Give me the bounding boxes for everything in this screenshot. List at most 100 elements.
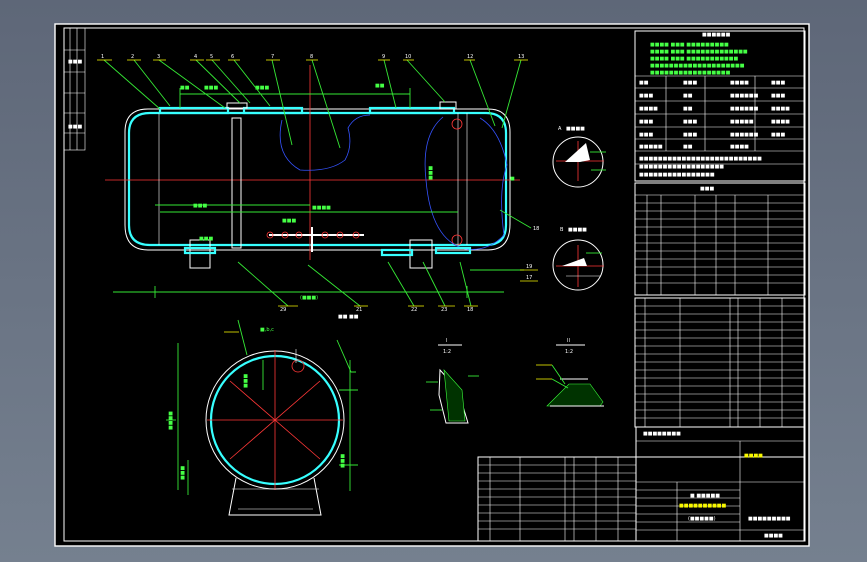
svg-text:■■■: ■■■	[428, 166, 434, 180]
part-number: 29	[280, 307, 286, 313]
svg-text:■■■■■■■■■■■■■■■■: ■■■■■■■■■■■■■■■■	[639, 172, 715, 178]
svg-text:■■■: ■■■	[771, 132, 785, 138]
svg-text:■,b,c: ■,b,c	[260, 327, 274, 333]
svg-text:■■■: ■■■	[771, 80, 785, 86]
svg-text:■■■: ■■■	[180, 466, 186, 480]
svg-text:■■■■: ■■■■	[168, 411, 174, 430]
part-number: 2	[131, 54, 134, 60]
svg-text:■■■■■■■■■■■■■■■■■: ■■■■■■■■■■■■■■■■■	[650, 70, 731, 76]
svg-text:■■■: ■■■	[683, 119, 697, 125]
svg-text:■■■: ■■■	[68, 124, 82, 130]
svg-text:■■■■■■: ■■■■■■	[702, 32, 731, 38]
svg-text:■■■: ■■■	[243, 374, 249, 388]
svg-text:■■■■■■■■■: ■■■■■■■■■	[748, 516, 791, 522]
tank-elevation: ■■ ■■■ ■■■ ■■ ■■■ ■■■ ■■■■ ■■■ (■■■) ■■■…	[105, 65, 520, 301]
svg-text:■■■■ ■■■ ■■■■■■■■■■■: ■■■■ ■■■ ■■■■■■■■■■■	[650, 56, 738, 62]
part-number: 22	[411, 307, 417, 313]
svg-text:■■■■: ■■■■	[744, 453, 763, 459]
part-number: 19	[526, 264, 532, 270]
part-number: 6	[231, 54, 234, 60]
svg-text:■■■: ■■■	[204, 85, 218, 91]
svg-text:■■■: ■■■	[199, 236, 213, 242]
svg-text:■■■■: ■■■■	[312, 205, 331, 211]
svg-text:■■■: ■■■	[282, 218, 296, 224]
svg-text:■■■■ ■■■ ■■■■■■■■■■■■■: ■■■■ ■■■ ■■■■■■■■■■■■■	[650, 49, 748, 55]
section-mark: A	[558, 126, 562, 132]
svg-text:■■■■■■■■■■■■■■■■■■■■■■■■■■: ■■■■■■■■■■■■■■■■■■■■■■■■■■	[639, 156, 762, 162]
svg-text:■■■■ ■■■ ■■■■■■■■■: ■■■■ ■■■ ■■■■■■■■■	[650, 42, 729, 48]
part-number: 8	[310, 54, 313, 60]
part-number: 5	[210, 54, 213, 60]
top-callouts: 1 2 3 4 5 6 7 8 9 10 12 13	[97, 54, 528, 149]
detail-label: II	[567, 338, 570, 344]
svg-text:■■■■: ■■■■	[730, 80, 749, 86]
nozzle-table: ■■■	[634, 182, 806, 296]
svg-text:■■■: ■■■	[683, 80, 697, 86]
svg-text:■■: ■■	[180, 85, 190, 91]
svg-text:■■: ■■	[683, 144, 693, 150]
part-number: 12	[467, 54, 473, 60]
weld-detail-a: A ■■■■	[552, 126, 606, 188]
detail-scale: 1:2	[443, 349, 451, 355]
svg-text:■ ■■■■■: ■ ■■■■■	[690, 493, 720, 499]
svg-text:■■■■■: ■■■■■	[639, 144, 663, 150]
part-number: 3	[157, 54, 160, 60]
svg-text:■■■■■■■■: ■■■■■■■■	[643, 431, 681, 437]
svg-text:■■■: ■■■	[639, 132, 653, 138]
part-number: 9	[382, 54, 385, 60]
svg-text:■■■: ■■■	[340, 454, 346, 468]
part-number: 10	[405, 54, 411, 60]
detail-scale: 1:2	[565, 349, 573, 355]
svg-text:■■■■: ■■■■	[764, 533, 783, 539]
bottom-callouts: 29 21 22 23 18 19 17 18	[237, 209, 539, 313]
left-revision-strip: ■■■ ■■■	[63, 27, 86, 151]
svg-text:■■■: ■■■	[639, 119, 653, 125]
drawing-border	[63, 27, 805, 542]
svg-text:■■■■■■■■■■■■■■■■■■: ■■■■■■■■■■■■■■■■■■	[639, 164, 724, 170]
part-number: 18	[467, 307, 473, 313]
svg-text:■■■■: ■■■■	[730, 144, 749, 150]
part-number: 18	[533, 226, 539, 232]
svg-text:■■■■■: ■■■■■	[730, 119, 754, 125]
part-number: 21	[356, 307, 362, 313]
svg-text:■■■■■■: ■■■■■■	[730, 106, 759, 112]
part-number: 13	[518, 54, 524, 60]
detail-i: I 1:2	[426, 338, 479, 424]
title-block: ■■■■■■■■ ■■■■ ■ ■■■■■ ■■■■■■■■■■ (■■■■■)…	[635, 426, 806, 542]
svg-text:■■: ■■	[639, 80, 649, 86]
detail-label: I	[446, 338, 447, 344]
part-number: 4	[194, 54, 197, 60]
part-number: 17	[526, 275, 532, 281]
svg-text:(■■■■■): (■■■■■)	[688, 516, 716, 522]
svg-text:■■■■: ■■■■	[771, 119, 790, 125]
svg-text:■■■■■■■■■■: ■■■■■■■■■■	[679, 503, 727, 509]
part-number: 7	[271, 54, 274, 60]
svg-text:■■■■: ■■■■	[568, 227, 587, 233]
svg-text:■■■: ■■■	[683, 132, 697, 138]
svg-text:■■■: ■■■	[193, 203, 207, 209]
detail-ii: II 1:2	[536, 338, 604, 407]
svg-text:■■■■: ■■■■	[566, 126, 585, 132]
part-number: 23	[441, 307, 447, 313]
svg-text:(■■■): (■■■)	[300, 295, 318, 301]
svg-text:■■■■: ■■■■	[639, 106, 658, 112]
svg-text:■■: ■■	[375, 83, 385, 89]
weld-detail-b: B ■■■■	[552, 227, 604, 291]
svg-text:■■: ■■	[683, 93, 693, 99]
svg-text:■■■: ■■■	[700, 186, 714, 192]
tank-end-view: ■,b,c ■■ ■■ ■■■■ ■■■ ■■■ ■■■	[166, 314, 359, 516]
svg-text:■: ■	[510, 176, 515, 182]
svg-text:■■■: ■■■	[255, 85, 269, 91]
svg-text:■■■■■■: ■■■■■■	[730, 132, 759, 138]
svg-text:■■■: ■■■	[771, 93, 785, 99]
design-data-table: ■■■■■■ ■■■■ ■■■ ■■■■■■■■■ ■■■■ ■■■ ■■■■■…	[634, 30, 806, 182]
svg-text:■■■■: ■■■■	[771, 106, 790, 112]
section-mark: B	[560, 227, 564, 233]
svg-text:■■■: ■■■	[639, 93, 653, 99]
svg-text:■■: ■■	[683, 106, 693, 112]
svg-text:■■■■■■: ■■■■■■	[730, 93, 759, 99]
svg-text:■■■: ■■■	[68, 59, 82, 65]
svg-text:■■ ■■: ■■ ■■	[338, 314, 359, 320]
